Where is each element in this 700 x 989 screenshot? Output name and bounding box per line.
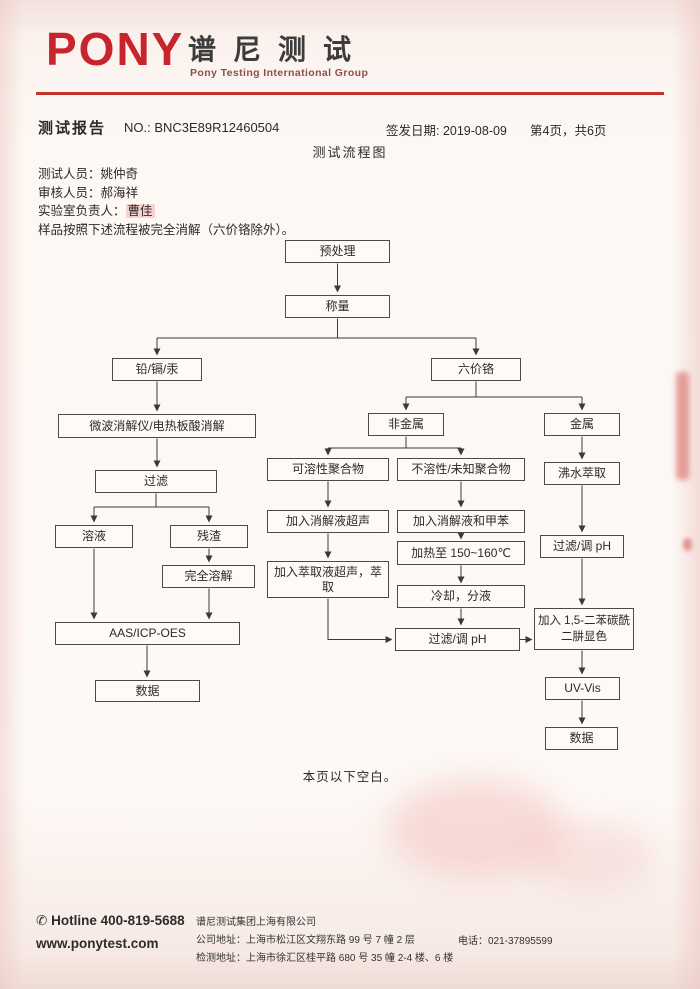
brand-english-name: Pony Testing International Group	[190, 67, 369, 79]
flow-node-aas-icp-oes: AAS/ICP-OES	[55, 622, 240, 645]
flow-node-add-digest-toluene: 加入消解液和甲苯	[397, 510, 525, 533]
company-address: 公司地址：上海市松江区文翔东路 99 号 7 幢 2 层	[196, 935, 415, 946]
company-name: 谱尼测试集团上海有限公司	[196, 917, 316, 928]
flow-node-filter-ph-metal: 过滤/调 pH	[540, 535, 624, 558]
blank-below-note: 本页以下空白。	[302, 770, 398, 784]
phone-number: 电话：021-37895599	[458, 936, 553, 947]
phone-icon: ✆	[36, 913, 48, 928]
lab-manager-line: 实验室负责人：曹佳	[38, 202, 294, 221]
flow-node-solution: 溶液	[55, 525, 133, 548]
header-divider	[36, 92, 664, 95]
flow-node-pb-cd-hg: 铅/镉/汞	[112, 358, 202, 381]
flow-node-microwave-digestion: 微波消解仪/电热板酸消解	[58, 414, 256, 438]
page-indicator: 第4页，共6页	[530, 124, 607, 138]
flow-node-boiling-water-extraction: 沸水萃取	[544, 462, 620, 485]
flow-node-data-right: 数据	[545, 727, 618, 750]
sample-note: 样品按照下述流程被完全消解（六价铬除外）。	[38, 222, 295, 237]
hotline-text: Hotline 400-819-5688	[51, 913, 185, 928]
flow-node-filter-ph-center: 过滤/调 pH	[395, 628, 520, 651]
website-text: www.ponytest.com	[36, 936, 159, 951]
flow-node-metal: 金属	[544, 413, 620, 436]
staff-block: 测试人员：姚仲奇 审核人员：郝海祥 实验室负责人：曹佳 样品按照下述流程被完全消…	[38, 165, 294, 239]
flow-node-add-digest-ultrasonic: 加入消解液超声	[267, 510, 389, 533]
testing-address: 检测地址：上海市徐汇区桂平路 680 号 35 幢 2-4 楼、6 楼	[196, 953, 454, 964]
company-info-block: 谱尼测试集团上海有限公司 公司地址：上海市松江区文翔东路 99 号 7 幢 2 …	[196, 914, 453, 968]
lab-manager-label: 实验室负责人：	[38, 204, 126, 218]
reviewer-line: 审核人员：郝海祥	[38, 185, 139, 200]
flow-node-weighing: 称量	[285, 295, 390, 318]
flow-node-heat: 加热至 150~160℃	[397, 541, 525, 565]
diagram-title: 测试流程图	[312, 145, 388, 160]
doc-type-label: 测试报告	[38, 120, 107, 137]
flow-node-complete-dissolution: 完全溶解	[162, 565, 255, 588]
issue-date: 签发日期: 2019-08-09	[386, 124, 507, 138]
flow-node-cr6: 六价铬	[431, 358, 521, 381]
flow-node-add-extract-ultrasonic: 加入萃取液超声，萃取	[267, 561, 389, 598]
lab-manager-name: 曹佳	[125, 204, 155, 218]
flow-node-nonmetal: 非金属	[368, 413, 444, 436]
pony-logo: PONY	[46, 23, 185, 75]
flow-node-uv-vis: UV-Vis	[545, 677, 620, 700]
flow-node-soluble-polymer: 可溶性聚合物	[267, 458, 389, 481]
flow-node-insoluble-polymer: 不溶性/未知聚合物	[397, 458, 525, 481]
flow-node-filter: 过滤	[95, 470, 217, 493]
tester-line: 测试人员：姚仲奇	[38, 167, 139, 181]
flow-node-cool-separate: 冷却，分液	[397, 585, 525, 608]
flow-node-pretreatment: 预处理	[285, 240, 390, 263]
hotline-line: ✆ Hotline 400-819-5688	[36, 913, 185, 929]
brand-chinese-name: 谱尼测试	[188, 34, 369, 65]
flow-node-data-left: 数据	[95, 680, 200, 702]
flow-node-residue: 残渣	[170, 525, 248, 548]
flow-node-color-reagent: 加入 1,5-二苯碳酰二肼显色	[534, 608, 634, 650]
report-number: NO.: BNC3E89R12460504	[124, 120, 280, 135]
